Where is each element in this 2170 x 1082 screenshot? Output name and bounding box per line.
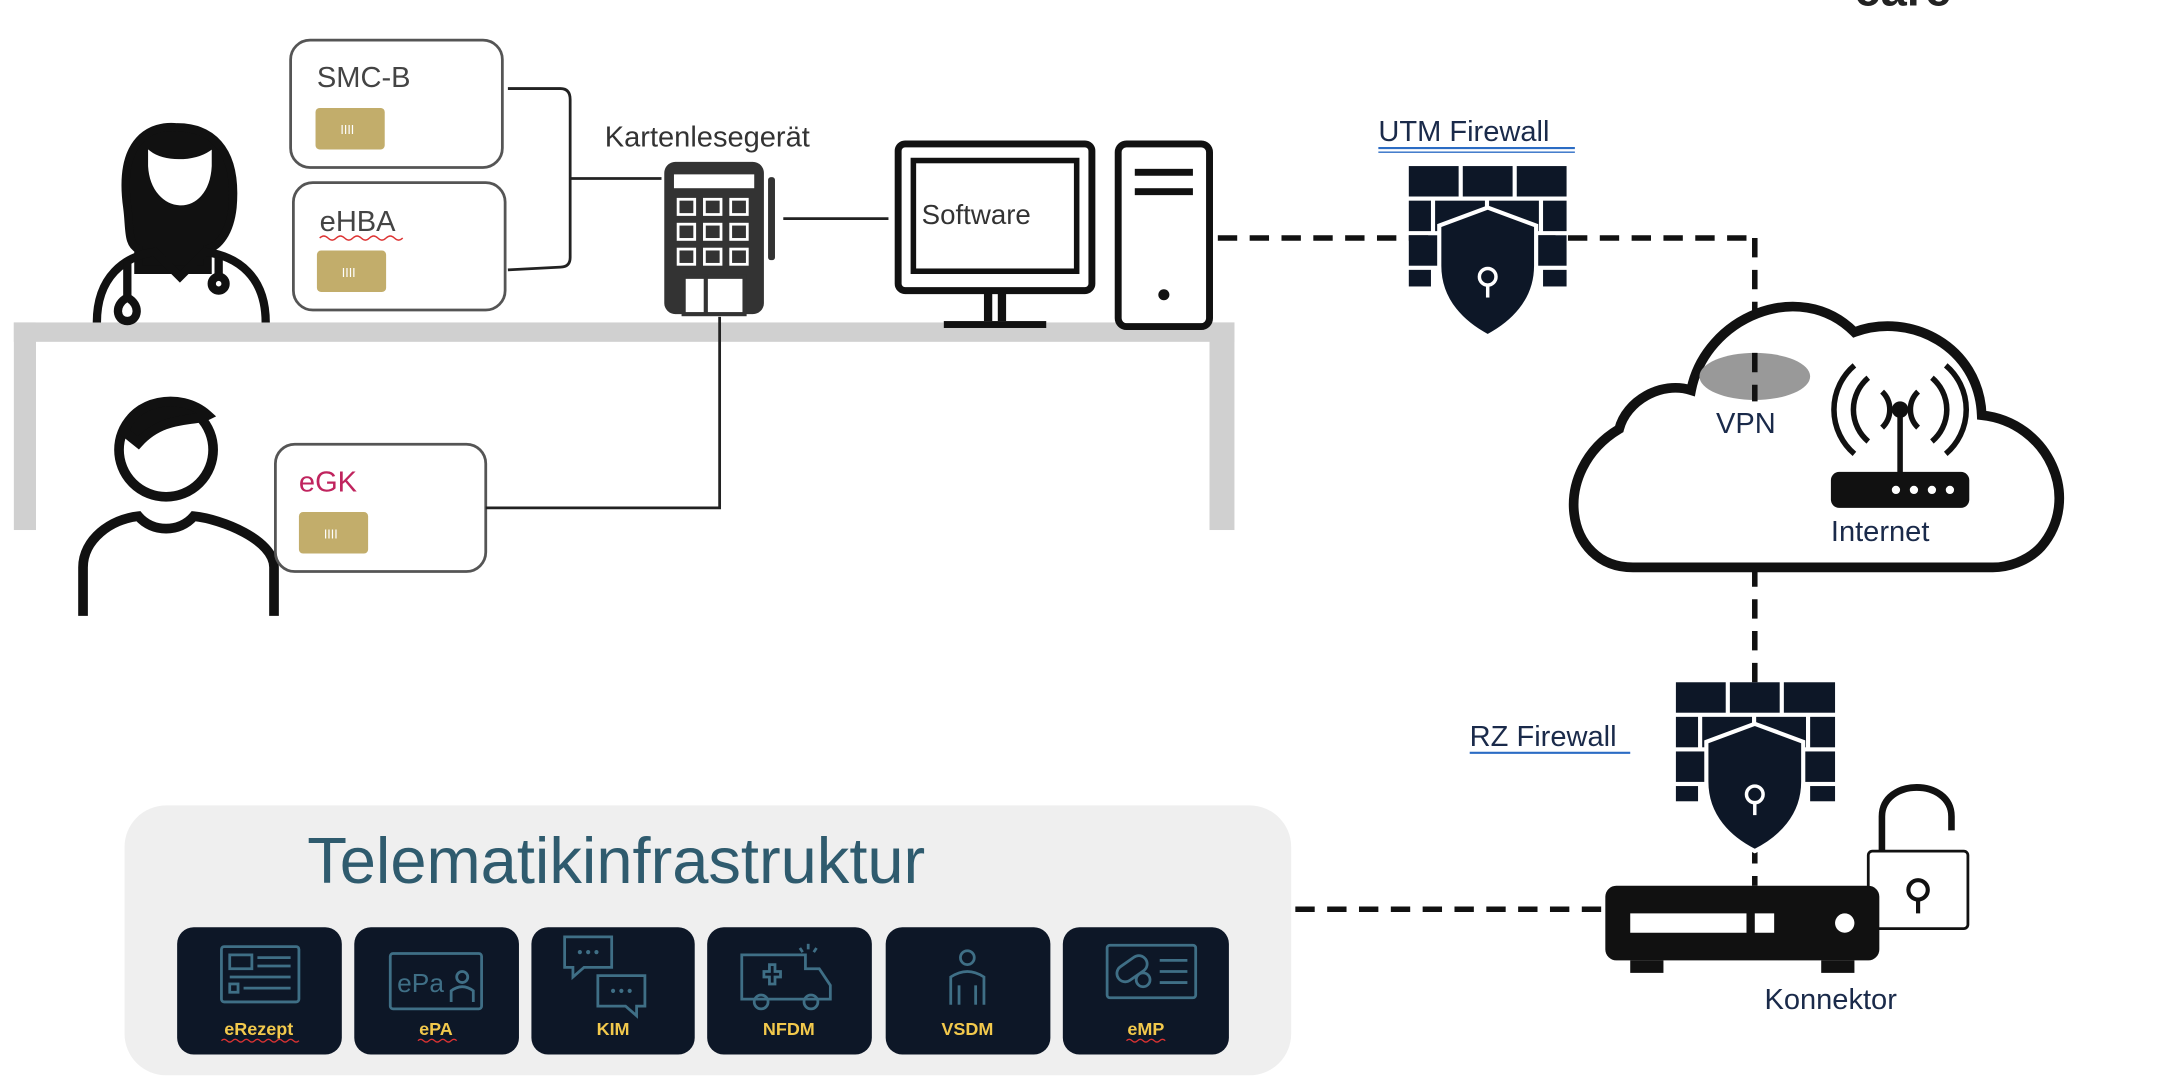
service-label-emp: eMP bbox=[1127, 1019, 1164, 1039]
ehba-chip-mark: IIII bbox=[342, 266, 356, 280]
ehba-label: eHBA bbox=[320, 206, 397, 238]
egk-chip-mark: IIII bbox=[324, 527, 338, 541]
emp-icon bbox=[1105, 943, 1198, 1000]
service-label-erezept: eRezept bbox=[224, 1019, 293, 1039]
vpn-label: VPN bbox=[1716, 408, 1776, 440]
smcb-chip bbox=[315, 107, 385, 150]
kim-icon bbox=[563, 935, 647, 1019]
card-reader-label: Kartenlesegerät bbox=[605, 122, 810, 154]
service-tile-kim: KIM bbox=[531, 927, 695, 1055]
reader-egk-connector bbox=[485, 316, 722, 510]
egk-label: eGK bbox=[299, 466, 358, 498]
open-padlock-icon bbox=[1866, 784, 1970, 930]
vpn-tunnel-icon bbox=[1699, 352, 1811, 400]
svg-text:ePa: ePa bbox=[397, 968, 444, 998]
card-reader-icon bbox=[664, 161, 775, 317]
patient-icon bbox=[78, 396, 279, 616]
internet-cloud-icon bbox=[1568, 301, 2064, 573]
pc-tower-icon bbox=[1114, 140, 1213, 331]
software-label: Software bbox=[922, 199, 1031, 230]
connector-label: Konnektor bbox=[1764, 984, 1897, 1016]
nfdm-icon bbox=[740, 943, 832, 1011]
utm-firewall-icon bbox=[1408, 166, 1567, 339]
smcb-label: SMC-B bbox=[317, 62, 411, 94]
internet-label: Internet bbox=[1831, 516, 1930, 548]
network-dashed-lines bbox=[1217, 235, 1758, 912]
service-tile-vsdm: VSDM bbox=[885, 927, 1051, 1055]
egk-card: eGK IIII bbox=[274, 442, 488, 573]
card-bracket-connector bbox=[507, 87, 662, 272]
service-label-nfdm: NFDM bbox=[763, 1019, 815, 1039]
smcb-chip-mark: IIII bbox=[340, 123, 354, 137]
monitor-icon: Software bbox=[894, 140, 1096, 328]
service-tile-emp: eMP bbox=[1062, 927, 1229, 1055]
egk-chip bbox=[298, 512, 369, 554]
desk bbox=[13, 322, 1235, 531]
rz-firewall-icon bbox=[1675, 682, 1836, 854]
ehba-chip bbox=[316, 250, 387, 293]
service-tile-erezept: eRezept bbox=[177, 927, 342, 1055]
service-label-vsdm: VSDM bbox=[941, 1019, 993, 1039]
utm-firewall-label: UTM Firewall bbox=[1378, 116, 1549, 148]
connector-icon bbox=[1605, 885, 1880, 973]
epa-icon: ePa bbox=[388, 952, 483, 1011]
brand-logo-text: care bbox=[1854, 0, 1951, 16]
vsdm-icon bbox=[949, 949, 986, 1005]
rz-firewall-label: RZ Firewall bbox=[1470, 721, 1617, 753]
ehba-card: eHBA IIII bbox=[292, 181, 507, 312]
smcb-card: SMC-B IIII bbox=[289, 38, 504, 169]
router-icon bbox=[1830, 363, 1970, 508]
erezept-icon bbox=[220, 945, 301, 1004]
doctor-icon bbox=[92, 122, 270, 326]
service-label-kim: KIM bbox=[597, 1019, 630, 1039]
ti-title: Telematikinfrastruktur bbox=[307, 824, 925, 897]
service-tile-epa: ePa ePA bbox=[354, 927, 519, 1055]
service-label-epa: ePA bbox=[419, 1019, 453, 1039]
service-tile-nfdm: NFDM bbox=[707, 927, 872, 1055]
